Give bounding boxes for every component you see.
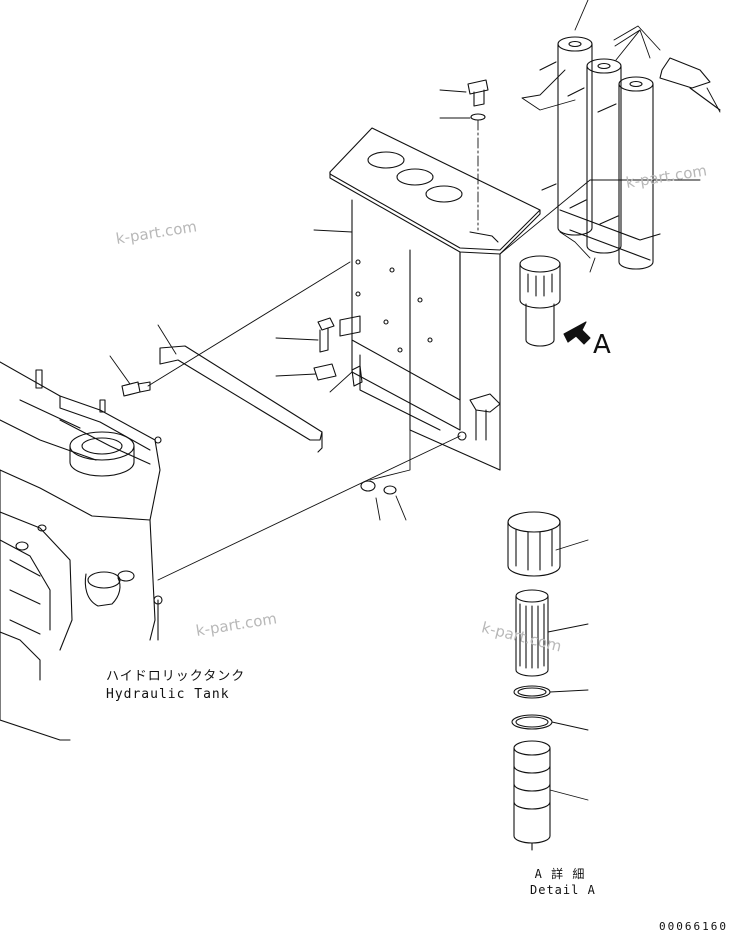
hydraulic-filter: [519, 255, 561, 347]
drawing-code: 00066160: [659, 920, 728, 933]
accumulators: [539, 36, 721, 270]
leader-lines: [109, 0, 721, 801]
assembly-lines: [147, 119, 701, 581]
detail-a-label: A 詳 細 Detail A: [530, 866, 596, 898]
detail-a-filter-parts: [507, 511, 561, 851]
fasteners: [121, 79, 489, 495]
hydraulic-tank-label-jp: ハイドロリックタンク: [106, 669, 246, 684]
hydraulic-tank-label-en: Hydraulic Tank: [106, 687, 230, 702]
detail-a-label-jp: A 詳 細: [534, 867, 586, 881]
detail-a-label-en: Detail A: [530, 883, 596, 897]
view-arrow-icon: [563, 321, 591, 345]
cover-plate: [159, 345, 323, 453]
view-arrow-label: A: [593, 330, 611, 360]
hydraulic-tank: [0, 361, 163, 741]
filter-bracket: [329, 127, 541, 471]
hydraulic-tank-label: ハイドロリックタンク Hydraulic Tank: [106, 668, 245, 704]
